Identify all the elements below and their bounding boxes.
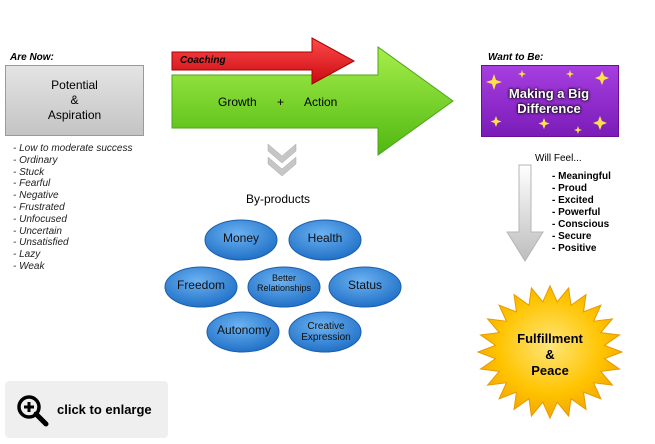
bubble-label-text: Expression <box>301 332 351 343</box>
trait-item: Fearful <box>13 178 133 190</box>
feeling-item: Powerful <box>552 207 611 219</box>
goal-line: Making a Big <box>508 86 590 101</box>
byproduct-bubble <box>328 266 402 308</box>
goal-line: Difference <box>517 101 581 116</box>
coaching-arrow <box>171 37 356 85</box>
current-state-box: Potential & Aspiration <box>5 65 144 136</box>
feeling-item: Excited <box>552 195 611 207</box>
trait-item: Low to moderate success <box>13 143 132 155</box>
bubble-label-text: Autonomy <box>216 323 272 337</box>
bubble-label: Money <box>206 231 276 245</box>
trait-item: Stuck <box>13 167 133 179</box>
current-state-line: & <box>70 93 79 107</box>
feeling-item: Secure <box>552 231 611 243</box>
feelings-list: Meaningful Proud Excited Powerful Consci… <box>552 171 611 255</box>
fulfillment-line: & <box>545 347 555 362</box>
bubble-label-text: Relationships <box>256 283 312 293</box>
sparkle-icon <box>486 70 609 134</box>
bubble-label: Status <box>330 278 400 292</box>
byproducts-title: By-products <box>246 192 311 206</box>
growth-arrow <box>171 46 454 156</box>
byproduct-bubble <box>204 219 278 261</box>
bubble-label-text: Creative <box>307 321 345 332</box>
bubble-label: Autonomy <box>208 323 280 337</box>
feeling-item: Meaningful <box>552 171 611 183</box>
goal-text: Making a Big Difference <box>481 86 617 116</box>
trait-item: Weak <box>13 261 133 273</box>
trait-item: Ordinary <box>13 155 133 167</box>
current-traits-list: Low to moderate success Ordinary Stuck F… <box>13 143 133 273</box>
trait-item: Unsatisfied <box>13 237 133 249</box>
byproduct-bubble <box>247 266 321 308</box>
feeling-item: Positive <box>552 243 611 255</box>
bubble-label: Health <box>290 231 360 245</box>
fulfillment-sun <box>476 284 624 420</box>
plus-label: + <box>277 95 285 109</box>
trait-item: Uncertain <box>13 226 133 238</box>
byproduct-bubble <box>288 311 362 353</box>
trait-item: Lazy <box>13 249 133 261</box>
byproduct-bubble <box>288 219 362 261</box>
bubble-label-text: Status <box>347 278 383 292</box>
bubble-label-text: Better <box>271 273 296 283</box>
goal-box <box>481 65 619 137</box>
feeling-item: Conscious <box>552 219 611 231</box>
feeling-item: Proud <box>552 183 611 195</box>
bubble-label: Better Relationships <box>248 273 320 293</box>
will-feel-header: Will Feel... <box>535 153 582 164</box>
growth-label: Growth <box>218 95 257 109</box>
bubble-label-text: Freedom <box>176 278 226 292</box>
zoom-in-icon <box>17 394 49 426</box>
byproduct-bubble <box>206 311 280 353</box>
bubble-label: Creative Expression <box>290 321 362 343</box>
enlarge-button[interactable]: click to enlarge <box>5 381 168 438</box>
want-to-be-header: Want to Be: <box>488 52 544 63</box>
fulfillment-line: Peace <box>531 363 569 378</box>
trait-item: Negative <box>13 190 133 202</box>
fulfillment-text: Fulfillment & Peace <box>485 331 615 379</box>
byproduct-bubble <box>164 266 238 308</box>
trait-item: Frustrated <box>13 202 133 214</box>
chevron-down-icon <box>267 143 297 177</box>
trait-item: Unfocused <box>13 214 133 226</box>
current-state-line: Aspiration <box>47 108 102 122</box>
enlarge-label[interactable]: click to enlarge <box>57 402 152 417</box>
bubble-label-text: Health <box>307 231 343 245</box>
fulfillment-line: Fulfillment <box>517 331 583 346</box>
bubble-label: Freedom <box>166 278 236 292</box>
bubble-label-text: Money <box>222 231 260 245</box>
coaching-label: Coaching <box>180 55 226 66</box>
are-now-header: Are Now: <box>10 52 54 63</box>
down-arrow <box>506 164 544 262</box>
current-state-line: Potential <box>51 78 98 92</box>
action-label: Action <box>304 95 338 109</box>
